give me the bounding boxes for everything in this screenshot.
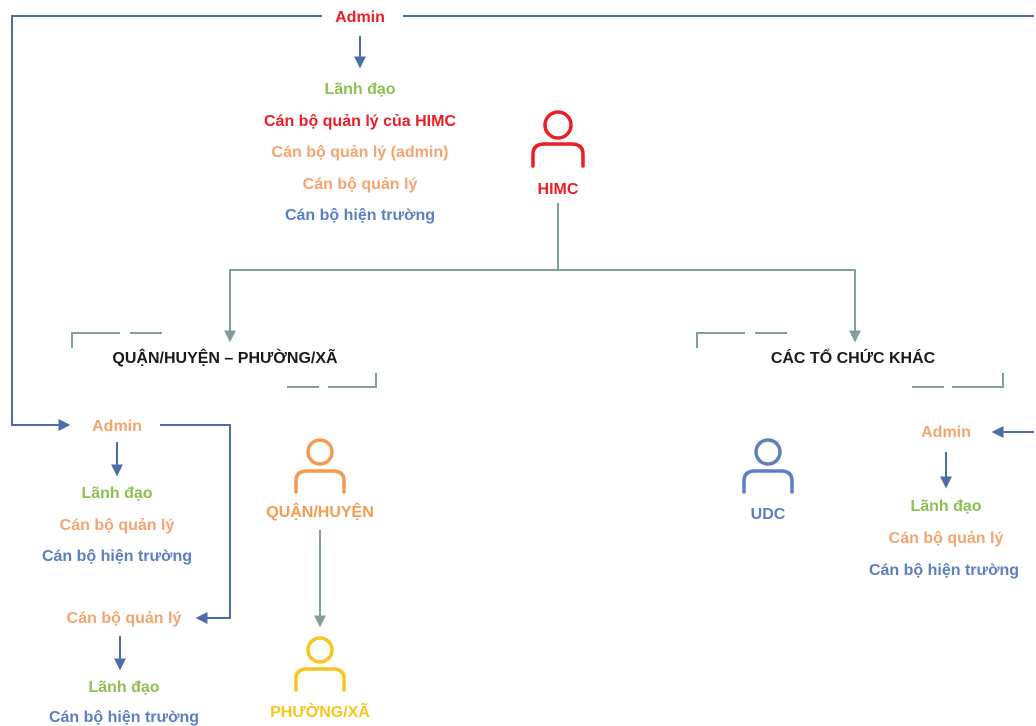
ward-user-icon [291, 634, 349, 696]
top-role-manager: Cán bộ quản lý [302, 176, 418, 193]
top-role-himc-manager: Cán bộ quản lý của HIMC [263, 113, 457, 130]
district-admin-to-manager-line [160, 424, 231, 624]
other-role-leader: Lãnh đạo [910, 498, 982, 515]
district-admin-label: Admin [92, 418, 142, 435]
top-admin-label: Admin [335, 9, 385, 26]
udc-label: UDC [750, 506, 786, 523]
branch-district-ward-label: QUẬN/HUYỆN – PHƯỜNG/XÃ [112, 350, 338, 367]
district-icon-label: QUẬN/HUYỆN [266, 504, 374, 521]
other-role-manager: Cán bộ quản lý [888, 530, 1004, 547]
top-role-manager-admin: Cán bộ quản lý (admin) [271, 144, 449, 161]
admin-frame-line [11, 15, 1034, 431]
district-manager-role-leader: Lãnh đạo [88, 679, 160, 696]
district-role-manager: Cán bộ quản lý [59, 517, 175, 534]
himc-tree-lines [229, 203, 856, 340]
udc-user-icon [739, 436, 797, 498]
top-role-field-officer: Cán bộ hiện trường [284, 207, 436, 224]
branch-other-orgs-label: CÁC TỔ CHỨC KHÁC [770, 350, 936, 367]
district-user-icon [291, 436, 349, 498]
district-manager-role-field-officer: Cán bộ hiện trường [48, 709, 200, 726]
ward-icon-label: PHƯỜNG/XÃ [270, 704, 370, 721]
himc-user-icon [528, 108, 588, 172]
himc-label: HIMC [537, 181, 579, 198]
bracket-left-branch [71, 332, 377, 388]
district-manager-label: Cán bộ quản lý [66, 610, 182, 627]
other-admin-label: Admin [921, 424, 971, 441]
district-role-field-officer: Cán bộ hiện trường [41, 548, 193, 565]
top-role-leader: Lãnh đạo [324, 81, 396, 98]
bracket-right-branch [696, 332, 1004, 388]
district-role-leader: Lãnh đạo [81, 485, 153, 502]
other-role-field-officer: Cán bộ hiện trường [868, 562, 1020, 579]
